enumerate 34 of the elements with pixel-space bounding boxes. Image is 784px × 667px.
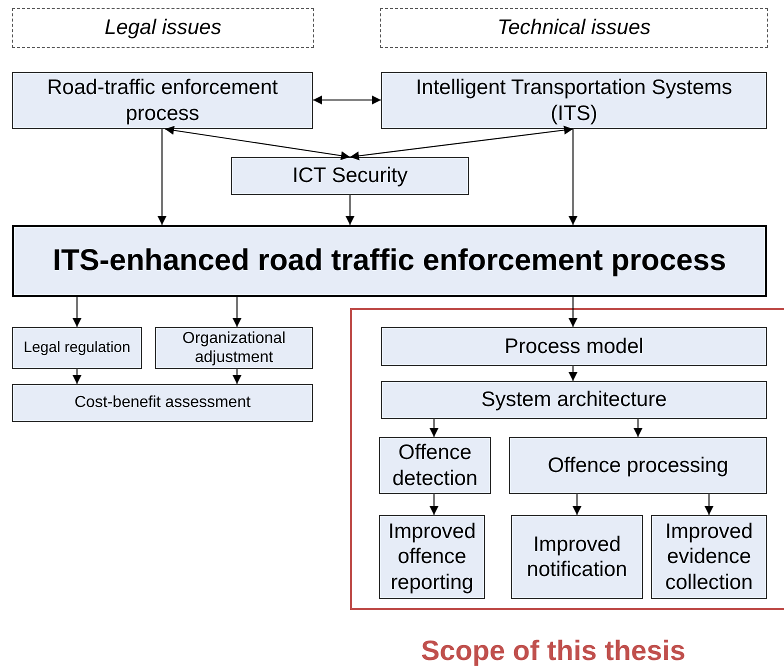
process-box: Offence processing <box>509 437 767 494</box>
process-box: Improved offence reporting <box>379 515 485 599</box>
scope-heading: Scope of this thesis <box>421 634 686 667</box>
arrow <box>350 126 574 160</box>
process-box: Improved notification <box>511 515 643 599</box>
process-box: Intelligent Transportation Systems (ITS) <box>381 72 767 129</box>
process-box: Improved evidence collection <box>651 515 767 599</box>
process-box: Process model <box>381 327 767 366</box>
arrow <box>572 494 582 515</box>
arrow <box>430 494 438 515</box>
arrow <box>568 129 578 225</box>
arrow <box>158 129 166 225</box>
process-box: Organizational adjustment <box>155 327 313 369</box>
arrow <box>430 419 438 437</box>
arrow <box>72 369 82 384</box>
arrow <box>72 297 82 327</box>
process-box: Legal regulation <box>12 327 142 369</box>
process-box: System architecture <box>381 381 767 419</box>
category-label: Technical issues <box>380 8 768 48</box>
arrow <box>164 126 350 160</box>
arrow <box>634 419 642 437</box>
process-box: Cost-benefit assessment <box>12 384 313 422</box>
arrow <box>313 96 381 104</box>
arrow <box>346 195 354 225</box>
arrow <box>232 369 242 384</box>
category-label: Legal issues <box>12 8 314 48</box>
process-box: ITS-enhanced road traffic enforcement process <box>12 225 767 297</box>
process-box: Road-traffic enforcement process <box>12 72 313 129</box>
arrow <box>704 494 714 515</box>
process-box: Offence detection <box>379 437 491 494</box>
process-box: ICT Security <box>231 157 469 195</box>
arrow <box>568 366 578 381</box>
arrow <box>568 297 578 327</box>
arrow <box>232 297 242 327</box>
